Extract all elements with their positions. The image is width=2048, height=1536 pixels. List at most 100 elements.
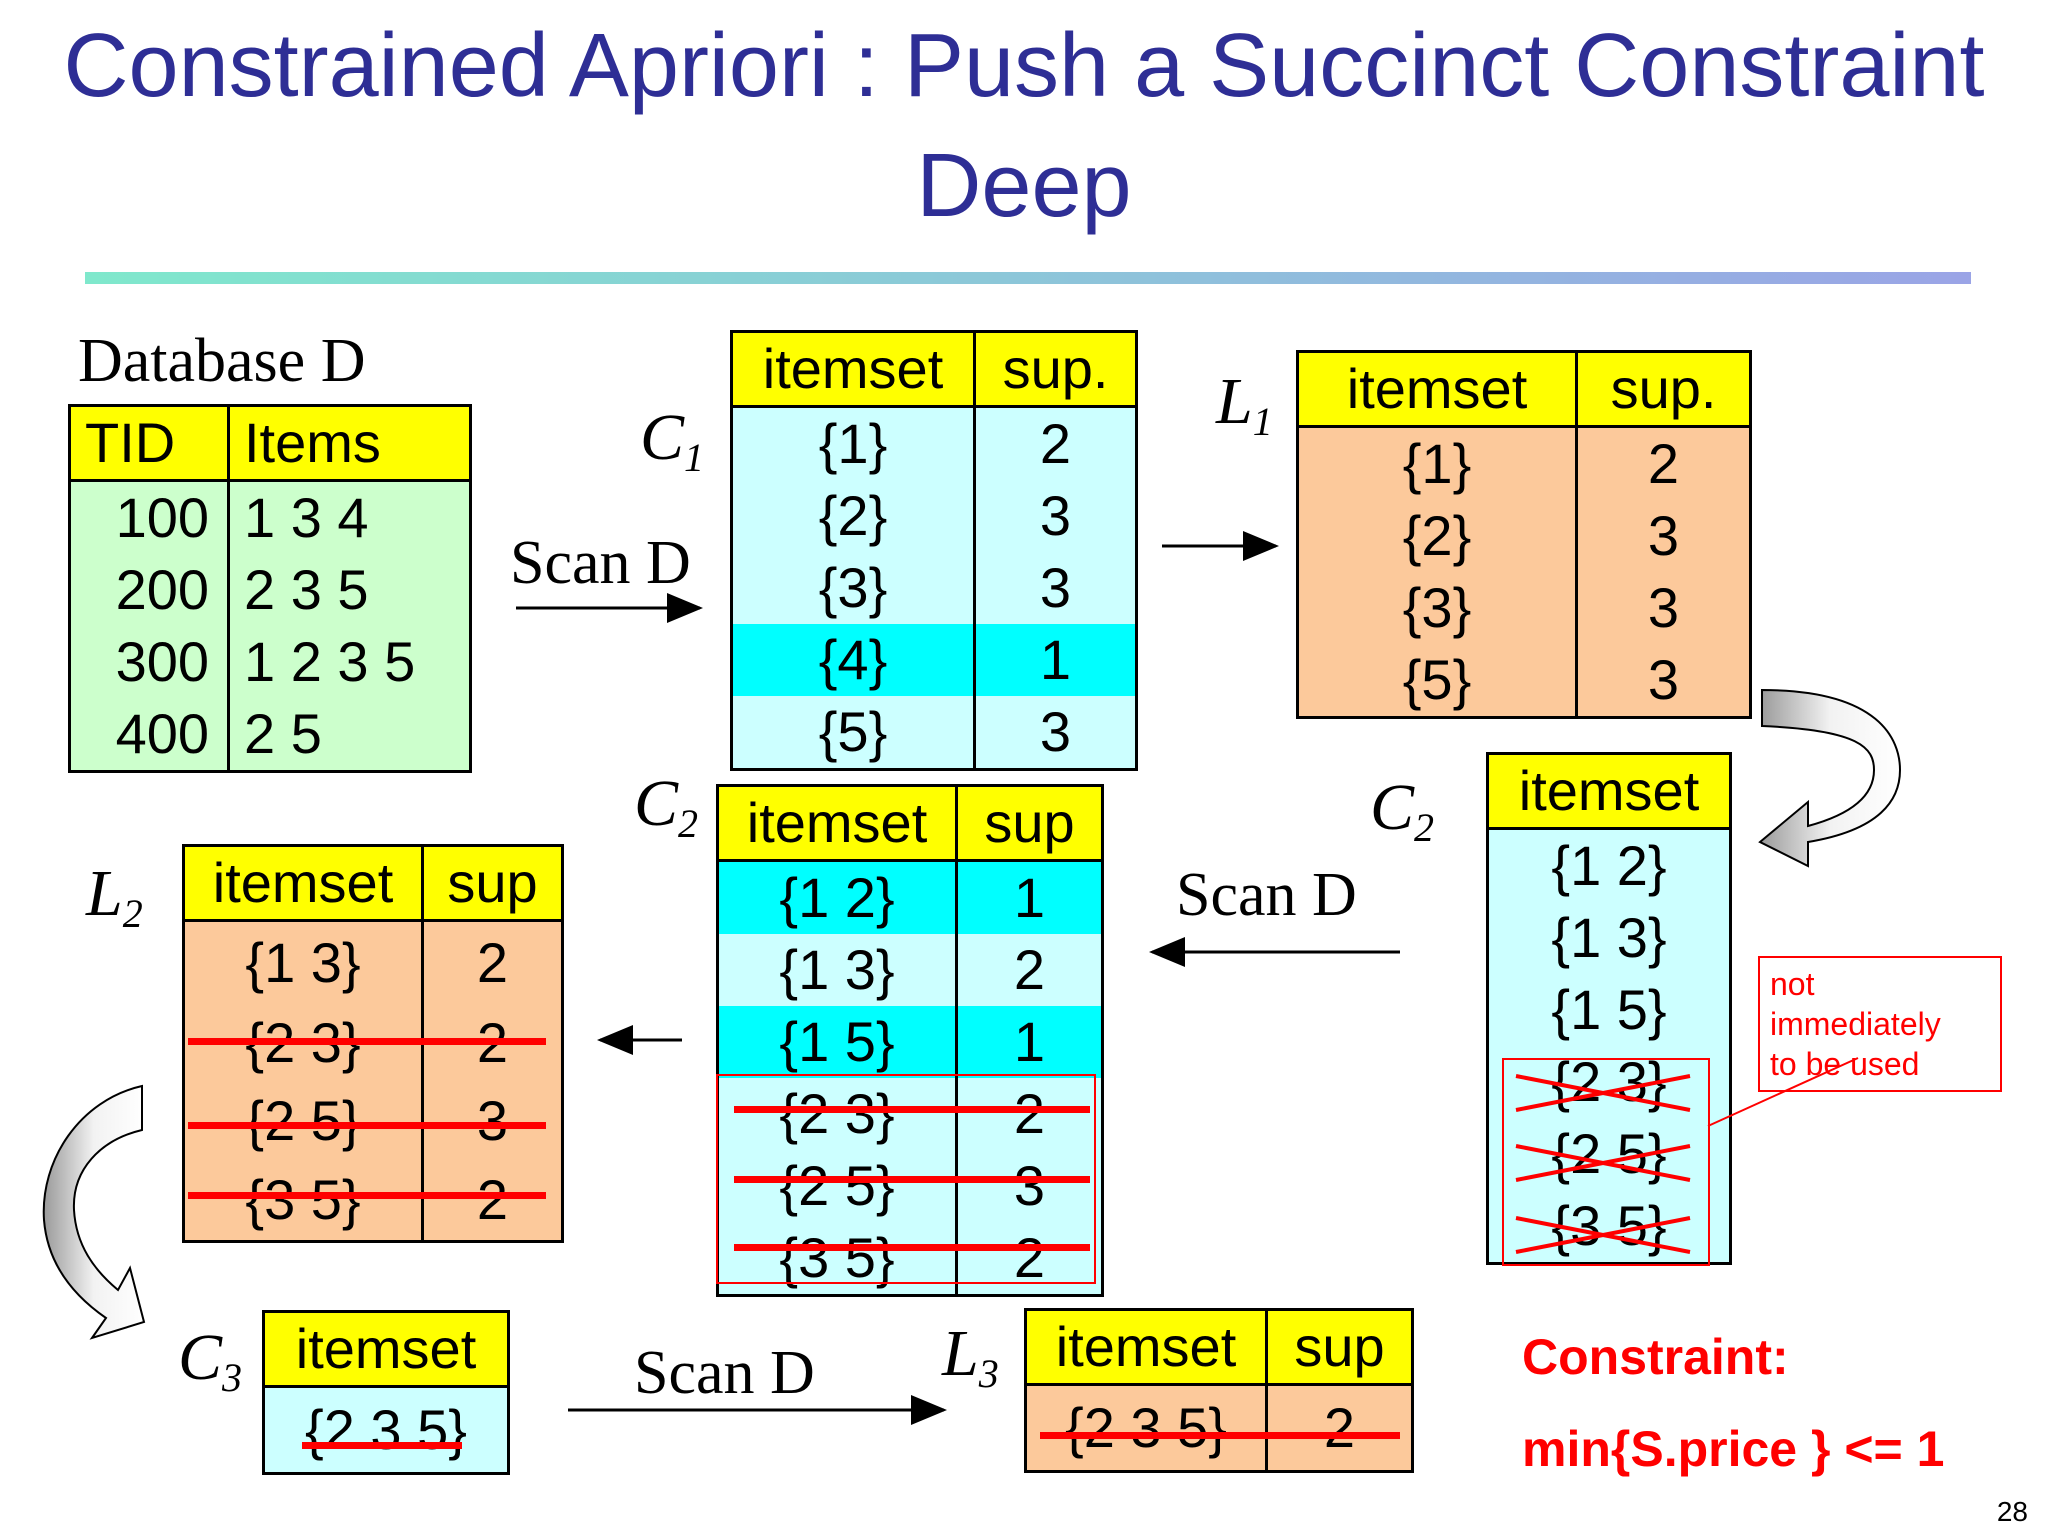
itemset-cell: {4} xyxy=(731,624,975,696)
c2-table: itemset sup {1 2}1 {1 3}2 {1 5}1 {2 3}2 … xyxy=(716,784,1104,1297)
list-item-pruned: {2 3 5} xyxy=(263,1386,509,1474)
c3-label-sub: 3 xyxy=(222,1355,243,1400)
itemset-header: itemset xyxy=(717,785,957,862)
table-row: {3}3 xyxy=(731,552,1137,624)
curved-arrow-l2-to-c3 xyxy=(42,1084,146,1340)
l3-label-sub: 3 xyxy=(978,1351,999,1396)
page-number: 28 xyxy=(1996,1496,2028,1527)
l3-label-main: L xyxy=(942,1317,979,1390)
cross-mark-35 xyxy=(1515,1216,1691,1254)
itemset-cell: {3} xyxy=(1297,572,1577,644)
l1-label-main: L xyxy=(1216,365,1253,438)
c2-candidates-header-row: itemset xyxy=(1487,753,1731,830)
l3-label: L3 xyxy=(942,1316,999,1397)
sup-cell: 3 xyxy=(1575,644,1751,718)
l2-header-row: itemset sup xyxy=(183,845,563,922)
table-row-pruned: {2 3}2 xyxy=(717,1078,1103,1150)
table-row-pruned: {2 5}3 xyxy=(183,1082,563,1160)
l3-table: itemset sup {2 3 5}2 xyxy=(1024,1308,1414,1473)
items-cell: 1 3 4 xyxy=(227,480,471,554)
table-row: {2}3 xyxy=(1297,500,1751,572)
pruned-candidates-box xyxy=(1502,1058,1710,1266)
tid-cell: 100 xyxy=(69,480,229,554)
items-header: Items xyxy=(227,405,471,482)
c1-label-main: C xyxy=(640,401,685,474)
itemset-cell: {1 5} xyxy=(717,1006,957,1078)
database-caption: Database D xyxy=(78,327,366,395)
itemset-cell: {2} xyxy=(1297,500,1577,572)
itemset-header: itemset xyxy=(183,845,423,922)
itemset-cell: {2 5} xyxy=(183,1082,423,1160)
l2-label-main: L xyxy=(86,857,123,930)
sup-cell: 2 xyxy=(973,406,1137,480)
itemset-cell: {2 3} xyxy=(717,1078,957,1150)
c2-header-row: itemset sup xyxy=(717,785,1103,862)
itemset-cell: {1 2} xyxy=(1487,828,1731,902)
itemset-cell: {1 3} xyxy=(1487,902,1731,974)
sup-cell: 2 xyxy=(421,1160,563,1242)
l1-label: L1 xyxy=(1216,364,1273,445)
sup-cell: 3 xyxy=(973,552,1137,624)
strike-line xyxy=(734,1106,1090,1113)
sup-cell: 3 xyxy=(1575,572,1751,644)
c1-label: C1 xyxy=(640,400,704,481)
itemset-header: itemset xyxy=(731,331,975,408)
c2-candidates-label-main: C xyxy=(1370,771,1415,844)
itemset-header: itemset xyxy=(1025,1309,1267,1386)
items-cell: 2 5 xyxy=(227,698,471,772)
table-row: {1}2 xyxy=(1297,426,1751,500)
c3-table: itemset {2 3 5} xyxy=(262,1310,510,1475)
sup-header: sup. xyxy=(1575,351,1751,428)
note-leader-line xyxy=(1707,1057,1859,1127)
itemset-cell: {2 3 5} xyxy=(263,1386,509,1474)
c2-label: C2 xyxy=(634,766,698,847)
scan-label-2: Scan D xyxy=(1176,861,1357,929)
tid-header: TID xyxy=(69,405,229,482)
sup-cell: 2 xyxy=(421,920,563,1004)
table-row: {2}3 xyxy=(731,480,1137,552)
strike-line xyxy=(1040,1432,1400,1439)
list-item: {1 2} xyxy=(1487,828,1731,902)
c1-table: itemset sup. {1}2 {2}3 {3}3 {4}1 {5}3 xyxy=(730,330,1138,771)
itemset-cell: {1 3} xyxy=(717,934,957,1006)
itemset-cell: {3 5} xyxy=(183,1160,423,1242)
table-row-infrequent: {1 5}1 xyxy=(717,1006,1103,1078)
itemset-cell: {5} xyxy=(731,696,975,770)
l1-header-row: itemset sup. xyxy=(1297,351,1751,428)
c3-label: C3 xyxy=(178,1320,242,1401)
sup-cell: 2 xyxy=(1265,1384,1413,1472)
note-line1: not immediately xyxy=(1770,966,1941,1042)
sup-cell: 3 xyxy=(973,696,1137,770)
itemset-cell: {1} xyxy=(731,406,975,480)
sup-cell: 1 xyxy=(955,860,1103,934)
l2-label: L2 xyxy=(86,856,143,937)
l3-header-row: itemset sup xyxy=(1025,1309,1413,1386)
table-row: {5}3 xyxy=(1297,644,1751,718)
sup-header: sup xyxy=(955,785,1103,862)
table-row: {3}3 xyxy=(1297,572,1751,644)
table-row-pruned: {2 3 5}2 xyxy=(1025,1384,1413,1472)
strike-line xyxy=(188,1122,546,1129)
itemset-cell: {2} xyxy=(731,480,975,552)
c2-candidates-table: itemset {1 2} {1 3} {1 5} {2 3} {2 5} {3… xyxy=(1486,752,1732,1265)
sup-cell: 3 xyxy=(955,1150,1103,1222)
sup-header: sup xyxy=(421,845,563,922)
c1-label-sub: 1 xyxy=(684,435,705,480)
cross-mark-23 xyxy=(1515,1074,1691,1112)
scan-label-3: Scan D xyxy=(634,1339,815,1407)
table-row-pruned: {2 5}3 xyxy=(717,1150,1103,1222)
sup-cell: 1 xyxy=(955,1006,1103,1078)
sup-cell: 3 xyxy=(421,1082,563,1160)
strike-line xyxy=(734,1244,1090,1251)
tid-cell: 300 xyxy=(69,626,229,698)
slide-title-line2: Deep xyxy=(916,136,1132,236)
itemset-cell: {1 2} xyxy=(717,860,957,934)
strike-line xyxy=(188,1192,546,1199)
strike-line xyxy=(188,1038,546,1045)
title-divider xyxy=(85,272,1971,284)
itemset-cell: {2 3 5} xyxy=(1025,1384,1267,1472)
l2-label-sub: 2 xyxy=(122,891,143,936)
